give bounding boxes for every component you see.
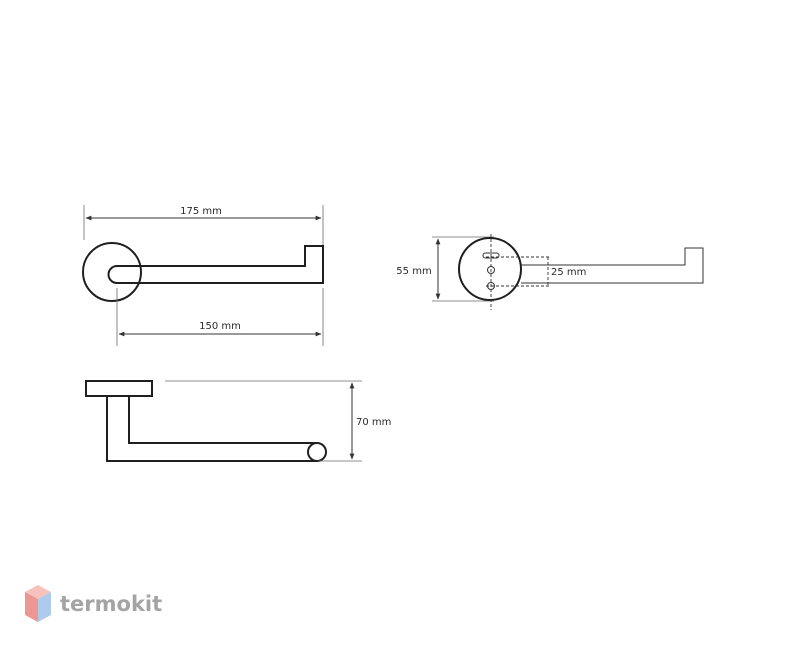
dimension-label-70: 70 mm [356, 417, 391, 428]
holder-body-top [106, 396, 317, 462]
holder-arm [107, 245, 324, 284]
wall-rosette [82, 242, 142, 302]
dimension-label-150: 150 mm [199, 321, 241, 332]
screw-hole-upper [487, 266, 495, 274]
brand-name: termokit [60, 592, 162, 616]
side-view: 55 mm 25 mm [396, 234, 704, 310]
front-view: 175 mm 150 mm [82, 205, 324, 346]
dimension-label-175: 175 mm [180, 206, 222, 217]
keyhole-slot [482, 252, 500, 259]
dimension-label-25: 25 mm [551, 267, 586, 278]
top-view: 70 mm [85, 380, 391, 462]
cube-logo-icon [25, 585, 51, 622]
arm-end-cap [307, 442, 327, 462]
termokit-logo: termokit [25, 585, 162, 622]
arm-outline [521, 247, 704, 284]
mounting-plate [458, 237, 522, 301]
dimension-label-55: 55 mm [396, 266, 431, 277]
wall-plate-top [85, 380, 153, 397]
